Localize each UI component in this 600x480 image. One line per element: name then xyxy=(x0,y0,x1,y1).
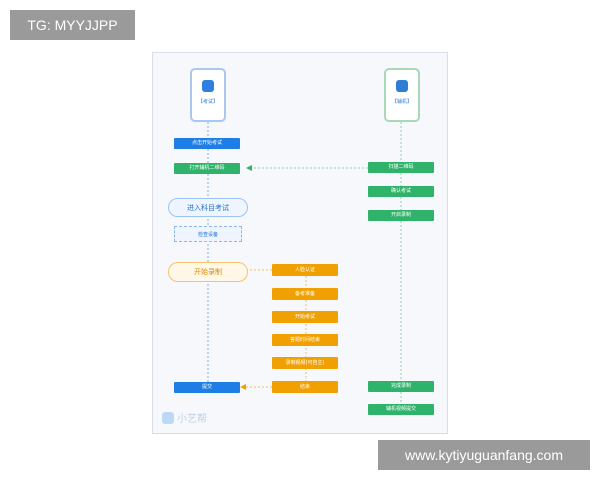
brand-logo-text: 小艺帮 xyxy=(177,414,207,425)
open-qr-step: 打开辅机二维码 xyxy=(174,163,240,174)
check-device-step: 检查设备 xyxy=(174,226,242,242)
aux-phone-label: 【辅机】 xyxy=(391,99,412,105)
start-exam-step: 点击开始考试 xyxy=(174,138,240,149)
upload-video-step: 辅机视频提交 xyxy=(368,404,434,415)
scan-qr-step: 扫描二维码 xyxy=(368,162,434,173)
aux-phone-icon: 【辅机】 xyxy=(384,68,420,122)
brand-logo-icon xyxy=(162,411,174,424)
start-recording-step: 开始录制 xyxy=(168,262,248,282)
confirm-exam-step: 确认考试 xyxy=(368,186,434,197)
begin-exam-step: 开始考试 xyxy=(272,311,338,323)
watermark-bottom-right: www.kytiyuguanfang.com xyxy=(378,440,590,470)
time-end-step: 答题时间结束 xyxy=(272,334,338,346)
aux-app-icon xyxy=(396,80,408,92)
aux-start-recording-step: 开启录制 xyxy=(368,210,434,221)
submit-step: 提交 xyxy=(174,382,240,393)
arrow-to-submit xyxy=(240,384,246,390)
exam-phone-icon: 【考试】 xyxy=(190,68,226,122)
record-video-step: 录制视频(可自主) xyxy=(272,357,338,369)
end-step: 结束 xyxy=(272,381,338,393)
face-auth-step: 人脸认证 xyxy=(272,264,338,276)
enter-subject-step: 进入科目考试 xyxy=(168,198,248,217)
arrow-to-qr xyxy=(246,165,252,171)
watermark-top-left: TG: MYYJJPP xyxy=(10,10,135,40)
exam-app-icon xyxy=(202,80,214,92)
prepare-step: 备考准备 xyxy=(272,288,338,300)
finish-recording-step: 完成录制 xyxy=(368,381,434,392)
brand-logo: 小艺帮 xyxy=(162,410,207,425)
exam-phone-label: 【考试】 xyxy=(197,99,218,105)
